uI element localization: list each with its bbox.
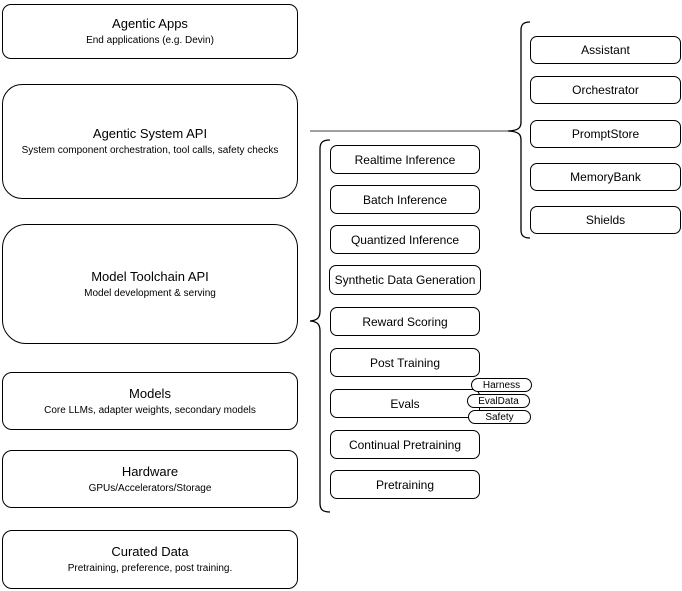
node-label: Continual Pretraining bbox=[348, 437, 462, 452]
node-label: Assistant bbox=[581, 43, 630, 57]
tag-label: Harness bbox=[482, 379, 521, 391]
node-agentic-apps: Agentic Apps End applications (e.g. Devi… bbox=[2, 4, 298, 59]
node-batch-inference: Batch Inference bbox=[330, 185, 480, 214]
node-title: Agentic Apps bbox=[112, 16, 188, 31]
tag-safety: Safety bbox=[468, 410, 531, 424]
node-label: Shields bbox=[585, 213, 626, 227]
node-label: Batch Inference bbox=[362, 192, 448, 207]
toolchain-brace bbox=[309, 139, 331, 513]
node-synthetic-data-generation: Synthetic Data Generation bbox=[329, 265, 481, 295]
tag-evaldata: EvalData bbox=[467, 394, 530, 408]
node-post-training: Post Training bbox=[330, 348, 480, 377]
node-title: Curated Data bbox=[111, 544, 189, 559]
node-subtitle: End applications (e.g. Devin) bbox=[86, 35, 214, 46]
node-continual-pretraining: Continual Pretraining bbox=[330, 430, 480, 459]
node-title: Model Toolchain API bbox=[91, 268, 209, 284]
node-evals: Evals bbox=[330, 389, 480, 418]
node-title: Hardware bbox=[121, 463, 179, 479]
node-label: Evals bbox=[390, 396, 420, 411]
node-model-toolchain-api: Model Toolchain API Model development & … bbox=[2, 224, 298, 344]
node-shields: Shields bbox=[530, 206, 681, 234]
node-label: Post Training bbox=[369, 355, 441, 370]
node-reward-scoring: Reward Scoring bbox=[330, 307, 480, 336]
tag-label: Safety bbox=[485, 411, 514, 423]
node-promptstore: PromptStore bbox=[530, 120, 681, 148]
system-brace bbox=[507, 21, 531, 239]
node-title: Agentic System API bbox=[92, 126, 208, 141]
node-subtitle: System component orchestration, tool cal… bbox=[21, 145, 279, 156]
node-label: Pretraining bbox=[375, 477, 435, 492]
node-label: Orchestrator bbox=[572, 83, 639, 97]
node-agentic-system-api: Agentic System API System component orch… bbox=[2, 84, 298, 199]
node-title: Models bbox=[129, 385, 171, 401]
node-label: PromptStore bbox=[571, 127, 640, 141]
node-assistant: Assistant bbox=[530, 36, 681, 64]
node-subtitle: Core LLMs, adapter weights, secondary mo… bbox=[44, 404, 256, 416]
node-label: MemoryBank bbox=[570, 170, 641, 184]
node-models: Models Core LLMs, adapter weights, secon… bbox=[2, 372, 298, 430]
node-realtime-inference: Realtime Inference bbox=[330, 145, 480, 174]
node-hardware: Hardware GPUs/Accelerators/Storage bbox=[2, 450, 298, 508]
node-label: Realtime Inference bbox=[354, 152, 456, 167]
tag-label: EvalData bbox=[478, 395, 519, 407]
node-curated-data: Curated Data Pretraining, preference, po… bbox=[2, 530, 298, 589]
node-label: Synthetic Data Generation bbox=[334, 273, 476, 287]
node-label: Quantized Inference bbox=[350, 232, 460, 247]
node-pretraining: Pretraining bbox=[330, 470, 480, 499]
node-memorybank: MemoryBank bbox=[530, 163, 681, 191]
node-subtitle: Model development & serving bbox=[84, 287, 216, 299]
node-subtitle: Pretraining, preference, post training. bbox=[67, 563, 233, 574]
node-orchestrator: Orchestrator bbox=[530, 76, 681, 104]
node-subtitle: GPUs/Accelerators/Storage bbox=[88, 482, 212, 494]
node-label: Reward Scoring bbox=[362, 314, 448, 329]
tag-harness: Harness bbox=[471, 378, 532, 392]
node-quantized-inference: Quantized Inference bbox=[330, 225, 480, 254]
